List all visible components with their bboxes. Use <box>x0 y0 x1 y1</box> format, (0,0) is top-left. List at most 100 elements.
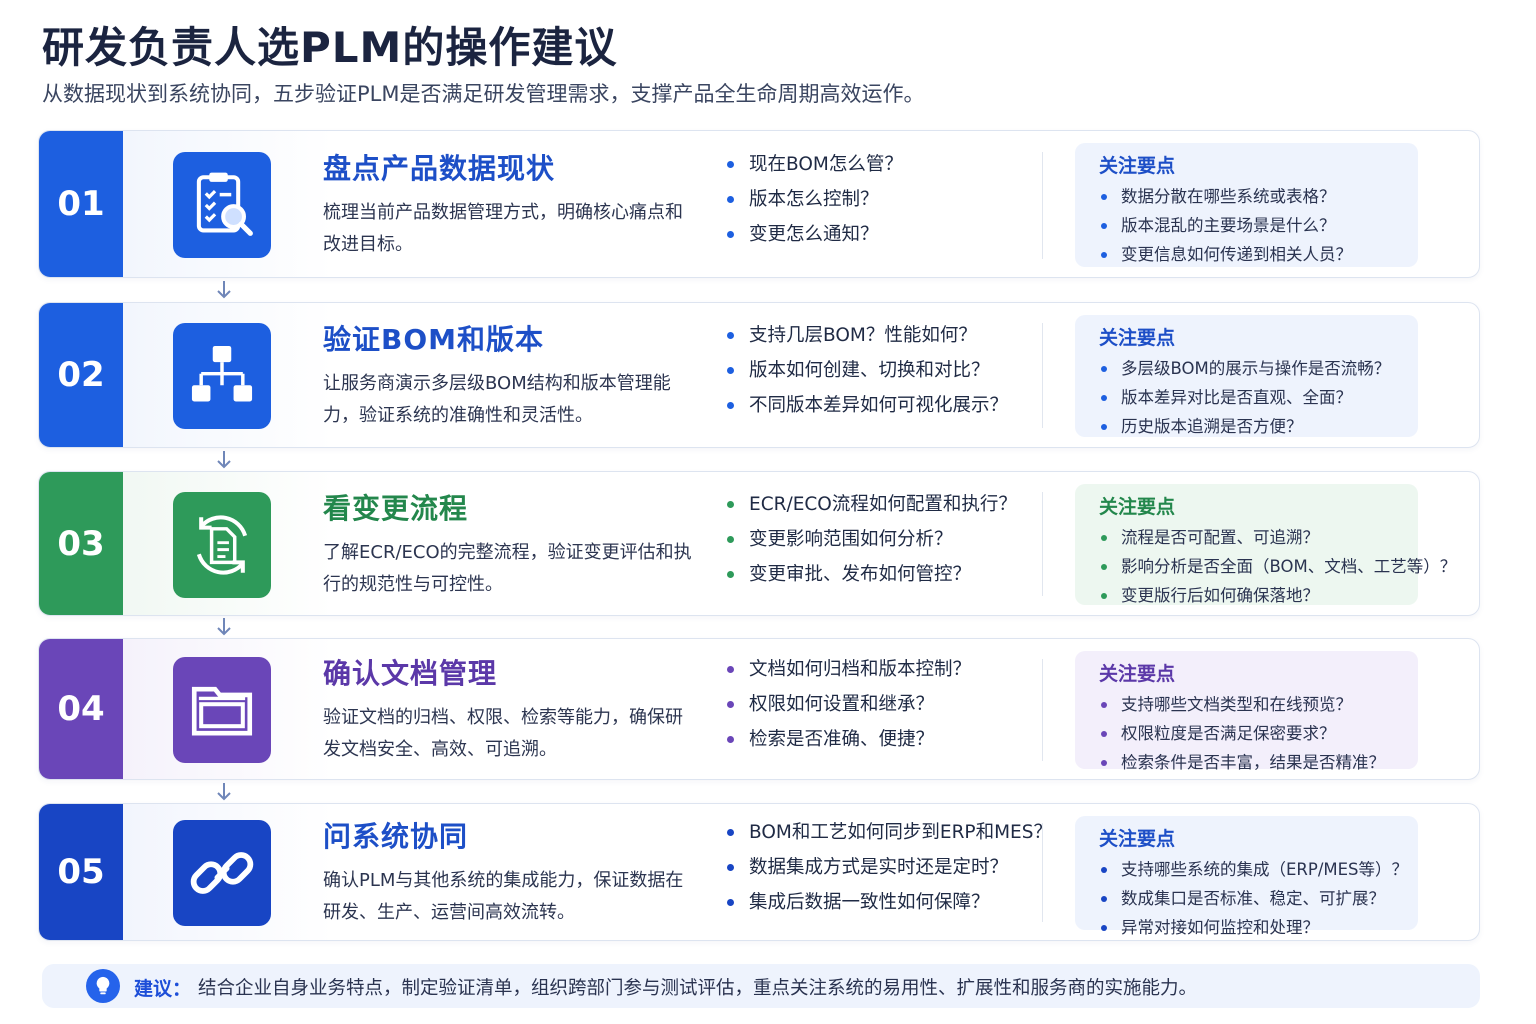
focus-text: 影响分析是否全面（BOM、文档、工艺等）？ <box>1121 557 1457 576</box>
bullet-dot <box>1101 896 1107 902</box>
focus-panel: 关注要点支持哪些系统的集成（ERP/MES等）？ 数成集口是否标准、稳定、可扩展？… <box>1075 816 1418 937</box>
bullet-dot <box>727 864 734 871</box>
step-number: 05 <box>39 804 123 940</box>
step-description: 验证文档的归档、权限、检索等能力，确保研发文档安全、高效、可追溯。 <box>323 707 683 760</box>
bullet-dot <box>727 736 734 743</box>
focus-item: 版本混乱的主要场景是什么？ <box>1099 211 1418 240</box>
lightbulb-icon <box>86 969 120 1003</box>
step-card-05: 05 问系统协同确认PLM与其他系统的集成能力，保证数据在研发、生产、运营间高效流… <box>38 803 1480 941</box>
focus-panel: 关注要点多层级BOM的展示与操作是否流畅？ 版本差异对比是否直观、全面？ 历史版本追… <box>1075 315 1418 437</box>
focus-text: 数成集口是否标准、稳定、可扩展？ <box>1121 889 1385 908</box>
step-number: 04 <box>39 639 123 779</box>
arrow-down-icon <box>216 782 232 802</box>
question-item: 权限如何设置和继承？ <box>727 687 971 722</box>
focus-panel: 关注要点流程是否可配置、可追溯？影响分析是否全面（BOM、文档、工艺等）？变更版… <box>1075 484 1456 605</box>
focus-panel: 关注要点支持哪些文档类型和在线预览？权限粒度是否满足保密要求？检索条件是否丰富，… <box>1075 651 1418 772</box>
step-questions: 文档如何归档和版本控制？ 权限如何设置和继承？ 检索是否准确、便捷？ <box>727 652 971 757</box>
focus-item: 权限粒度是否满足保密要求？ <box>1099 719 1418 748</box>
focus-item: 数据分散在哪些系统或表格？ <box>1099 182 1418 211</box>
focus-title: 关注要点 <box>1099 155 1176 177</box>
question-text: BOM和工艺如何同步到ERP和MES？ <box>749 822 1052 843</box>
question-text: 变更怎么通知？ <box>749 224 879 245</box>
folder-icon <box>173 657 271 763</box>
focus-text: 变更版行后如何确保落地？ <box>1121 586 1319 605</box>
arrow-down-icon <box>216 617 232 637</box>
clipboard-search-icon <box>173 152 271 258</box>
step-questions: ECR/ECO流程如何配置和执行？ 变更影响范围如何分析？ 变更审批、发布如何管控？ <box>727 487 1017 592</box>
step-number: 01 <box>39 131 123 277</box>
column-divider <box>1042 152 1043 259</box>
focus-item: 影响分析是否全面（BOM、文档、工艺等）？ <box>1099 552 1456 581</box>
focus-item: 检索条件是否丰富，结果是否精准？ <box>1099 748 1418 777</box>
bullet-dot <box>1101 925 1107 931</box>
question-text: 权限如何设置和继承？ <box>749 694 935 715</box>
question-item: 版本如何创建、切换和对比？ <box>727 353 1008 388</box>
bullet-dot <box>1101 252 1107 258</box>
question-item: 检索是否准确、便捷？ <box>727 722 971 757</box>
arrow-down-icon <box>216 450 232 470</box>
step-description: 梳理当前产品数据管理方式，明确核心痛点和改进目标。 <box>323 202 683 255</box>
hierarchy-icon <box>173 323 271 429</box>
focus-text: 权限粒度是否满足保密要求？ <box>1121 724 1336 743</box>
focus-text: 版本差异对比是否直观、全面？ <box>1121 388 1352 407</box>
page-title: 研发负责人选PLM的操作建议 <box>42 23 618 72</box>
bullet-dot <box>727 571 734 578</box>
focus-title: 关注要点 <box>1099 327 1176 349</box>
column-divider <box>1042 823 1043 922</box>
step-number: 02 <box>39 303 123 447</box>
focus-item: 数成集口是否标准、稳定、可扩展？ <box>1099 884 1418 913</box>
bullet-dot <box>1101 593 1107 599</box>
focus-text: 历史版本追溯是否方便？ <box>1121 417 1303 436</box>
step-title: 验证BOM和版本 <box>323 323 545 356</box>
question-text: 不同版本差异如何可视化展示？ <box>749 395 1009 416</box>
link-icon <box>173 820 271 926</box>
bullet-dot <box>727 402 734 409</box>
bullet-dot <box>1101 535 1107 541</box>
step-description: 确认PLM与其他系统的集成能力，保证数据在研发、生产、运营间高效流转。 <box>323 870 684 923</box>
question-text: 变更审批、发布如何管控？ <box>749 564 972 585</box>
bullet-dot <box>1101 702 1107 708</box>
tip-bar: 建议： 结合企业自身业务特点，制定验证清单，组织跨部门参与测试评估，重点关注系统… <box>42 964 1480 1008</box>
question-text: 支持几层BOM？性能如何？ <box>749 325 977 346</box>
tip-label: 建议： <box>134 978 192 1000</box>
focus-panel: 关注要点数据分散在哪些系统或表格？ 版本混乱的主要场景是什么？ 变更信息如何传递到相… <box>1075 143 1418 267</box>
bullet-dot <box>727 231 734 238</box>
focus-title: 关注要点 <box>1099 496 1176 518</box>
question-item: 变更影响范围如何分析？ <box>727 522 1017 557</box>
focus-title: 关注要点 <box>1099 828 1176 850</box>
step-questions: 现在BOM怎么管？版本怎么控制？变更怎么通知？ <box>727 147 903 252</box>
step-questions: 支持几层BOM？性能如何？ 版本如何创建、切换和对比？ 不同版本差异如何可视化展示？ <box>727 318 1008 423</box>
question-item: 现在BOM怎么管？ <box>727 147 903 182</box>
bullet-dot <box>1101 395 1107 401</box>
question-item: 变更怎么通知？ <box>727 217 903 252</box>
step-title: 问系统协同 <box>323 820 469 853</box>
question-text: 现在BOM怎么管？ <box>749 154 903 175</box>
focus-item: 多层级BOM的展示与操作是否流畅？ <box>1099 354 1418 383</box>
bullet-dot <box>727 899 734 906</box>
focus-text: 版本混乱的主要场景是什么？ <box>1121 216 1336 235</box>
bullet-dot <box>1101 867 1107 873</box>
focus-text: 变更信息如何传递到相关人员？ <box>1121 245 1352 264</box>
bullet-dot <box>1101 760 1107 766</box>
bullet-dot <box>727 332 734 339</box>
step-title: 看变更流程 <box>323 492 469 525</box>
bullet-dot <box>727 367 734 374</box>
question-text: 数据集成方式是实时还是定时？ <box>749 857 1009 878</box>
question-item: 支持几层BOM？性能如何？ <box>727 318 1008 353</box>
arrow-down-icon <box>216 280 232 300</box>
step-title: 盘点产品数据现状 <box>323 152 556 185</box>
question-item: 文档如何归档和版本控制？ <box>727 652 971 687</box>
bullet-dot <box>727 196 734 203</box>
bullet-dot <box>1101 731 1107 737</box>
focus-text: 数据分散在哪些系统或表格？ <box>1121 187 1336 206</box>
question-text: 集成后数据一致性如何保障？ <box>749 892 990 913</box>
bullet-dot <box>1101 194 1107 200</box>
page-subtitle: 从数据现状到系统协同，五步验证PLM是否满足研发管理需求，支撑产品全生命周期高效… <box>42 82 925 106</box>
bullet-dot <box>727 829 734 836</box>
question-text: ECR/ECO流程如何配置和执行？ <box>749 494 1017 515</box>
focus-text: 支持哪些文档类型和在线预览？ <box>1121 695 1352 714</box>
focus-item: 支持哪些系统的集成（ERP/MES等）？ <box>1099 855 1418 884</box>
